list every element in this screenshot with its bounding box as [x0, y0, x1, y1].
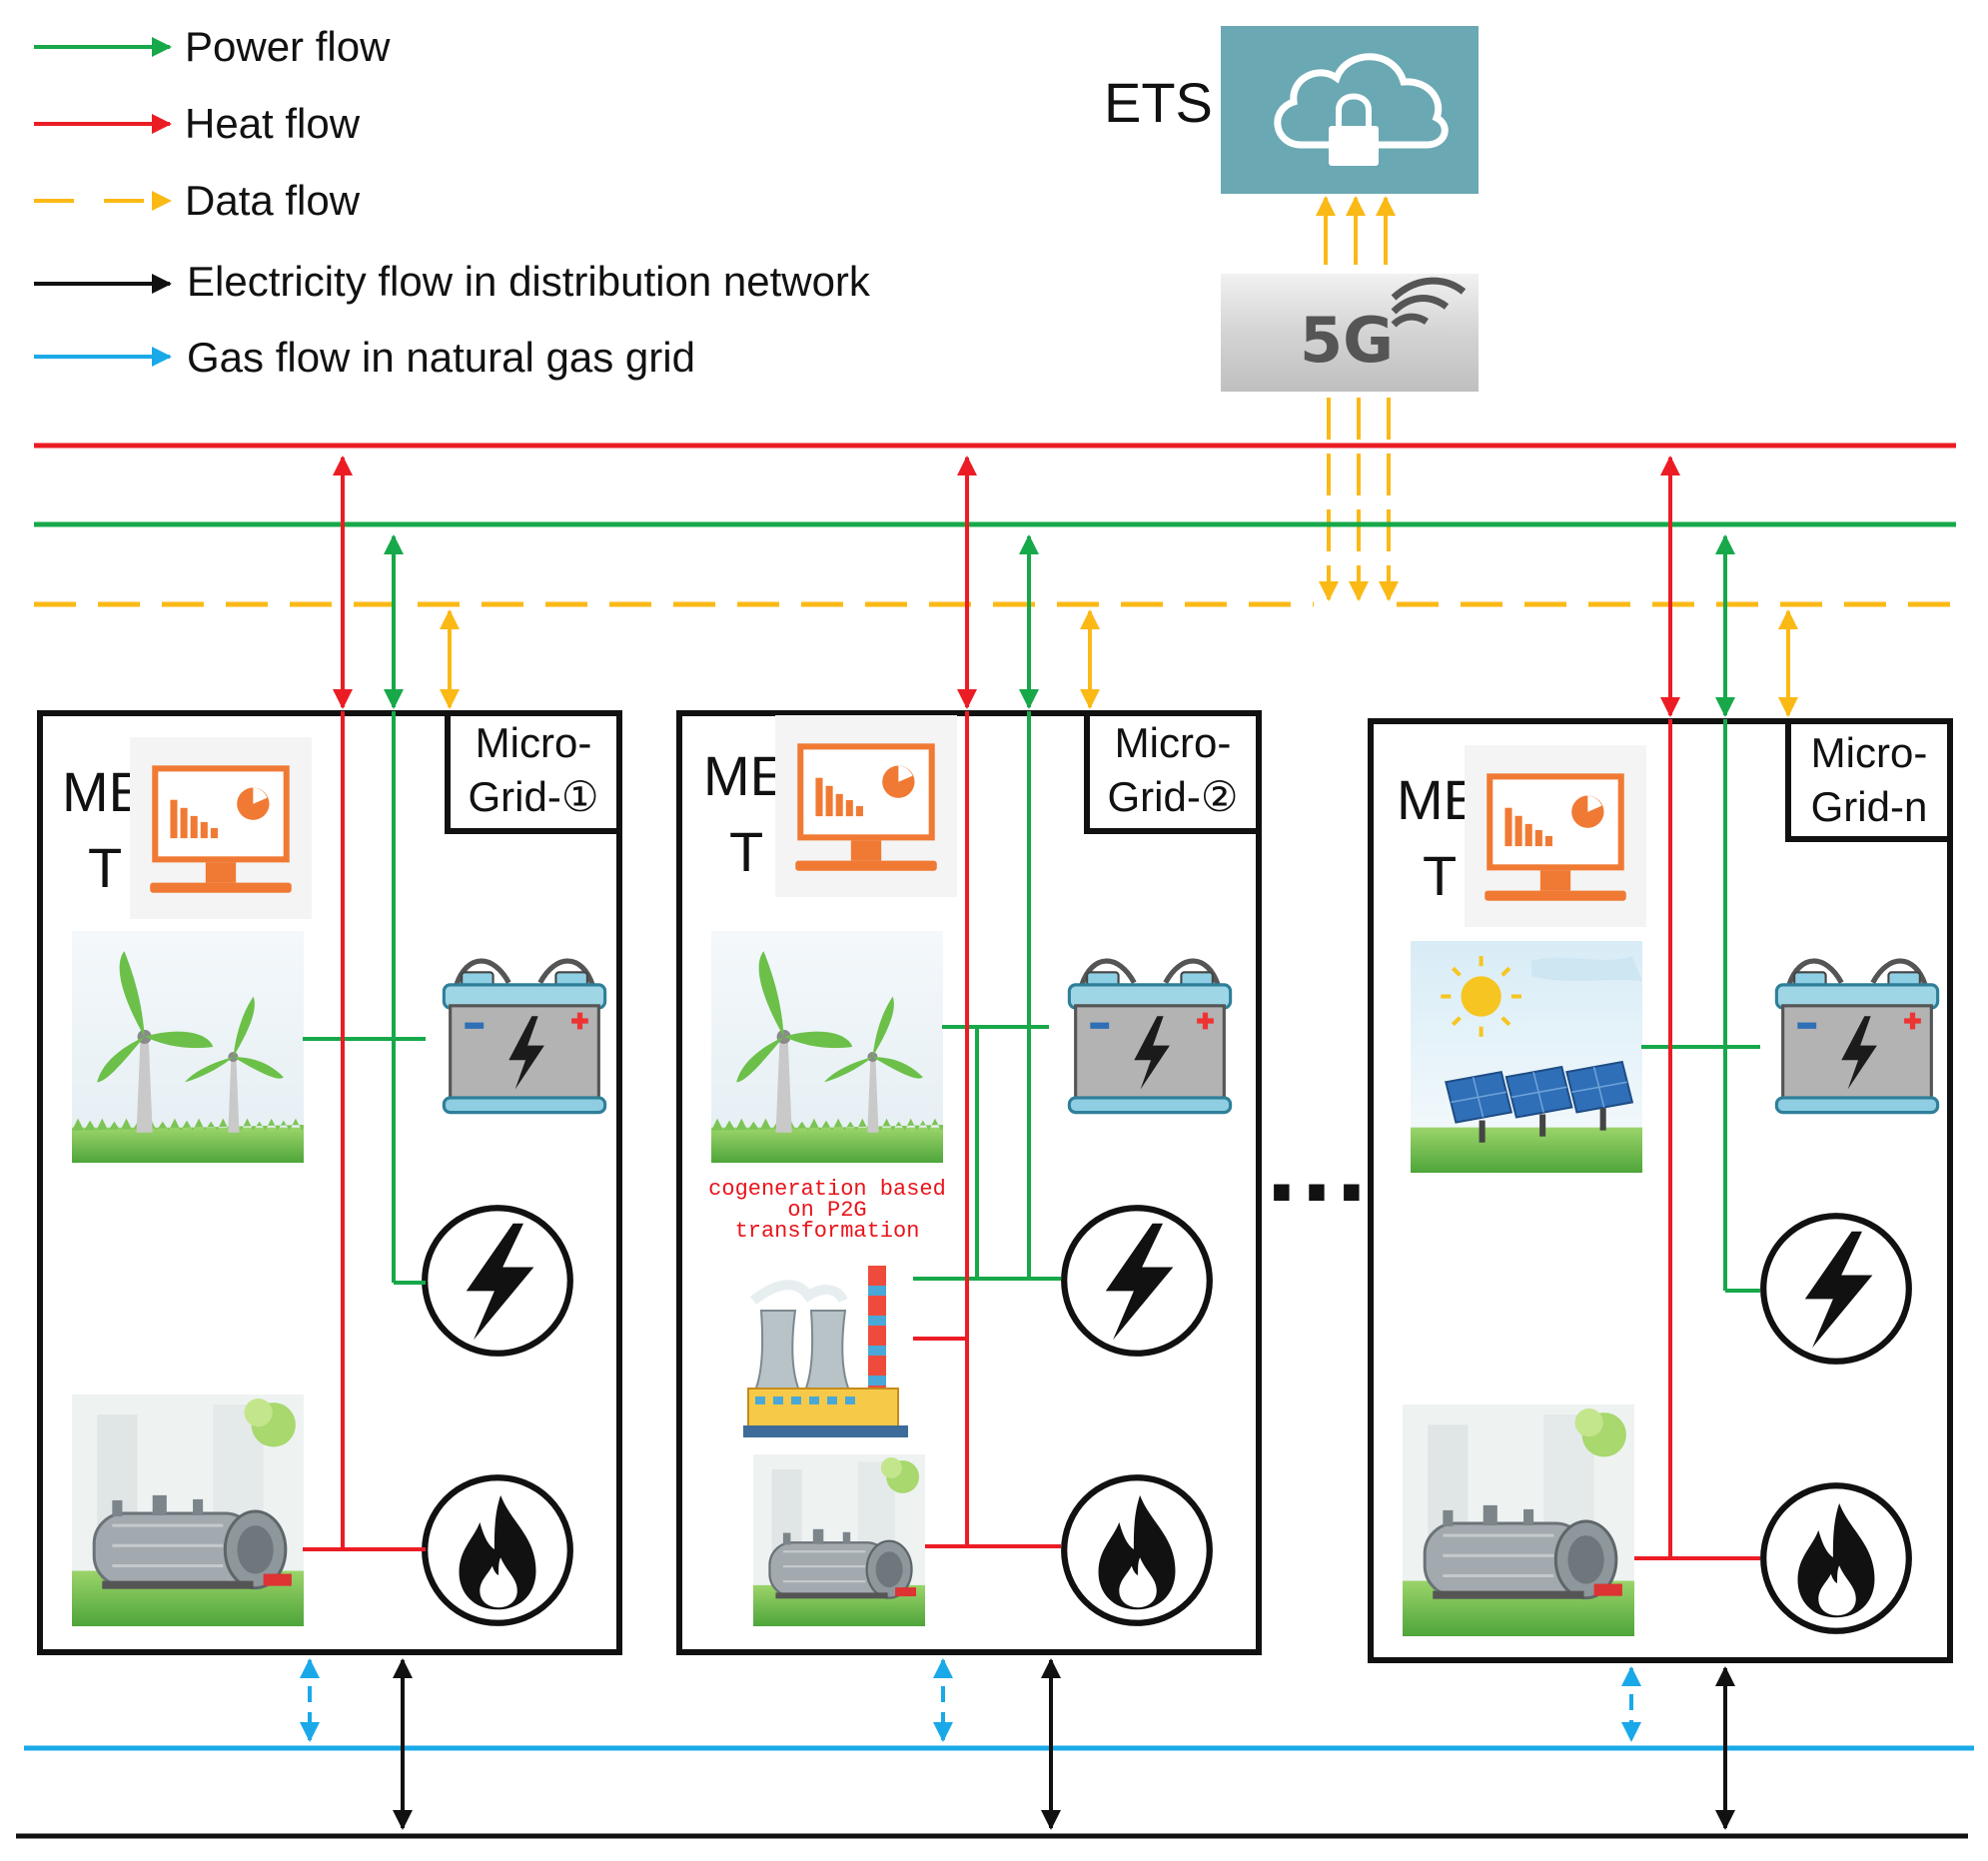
- cogeneration-plant-icon: [743, 1266, 908, 1437]
- battery-icon: [444, 961, 604, 1113]
- met-label-line2: T: [1423, 844, 1457, 907]
- cogeneration-caption: cogeneration based on P2G transformation: [708, 1177, 946, 1244]
- legend-item-data: Data flow: [34, 177, 361, 224]
- wind-turbine-icon: [711, 931, 943, 1163]
- met-label-line1: ME: [703, 744, 787, 807]
- microgrid-title-box: Micro- Grid-①: [445, 710, 622, 834]
- microgrid-title-line2: Grid-①: [469, 773, 599, 820]
- network-5g-label: 5G: [1300, 304, 1394, 377]
- microgrid-title-line2: Grid-②: [1108, 773, 1239, 820]
- ets-5g-data-arrows: [1316, 196, 1396, 265]
- microgrid-title-box: Micro- Grid-②: [1084, 710, 1262, 834]
- microgrid-n: Micro- Grid-n ME T: [1368, 456, 1953, 1830]
- gas-boiler-icon: [1403, 1404, 1634, 1636]
- microgrid-title-line2: Grid-n: [1811, 783, 1928, 830]
- microgrid-2: Micro- Grid-② ME T cogeneration based on…: [676, 456, 1262, 1830]
- 5g-bus-data-arrows: [1319, 398, 1399, 601]
- heat-load-icon: [1763, 1485, 1909, 1631]
- electric-load-icon: [1064, 1208, 1210, 1354]
- microgrid-title-box: Micro- Grid-n: [1785, 718, 1953, 842]
- microgrid-frame: [37, 710, 622, 1655]
- cloud-lock-icon: [1221, 26, 1479, 194]
- legend-item-electricity: Electricity flow in distribution network: [34, 258, 871, 305]
- monitor-chart-icon: [130, 737, 312, 919]
- legend-label-gas: Gas flow in natural gas grid: [187, 334, 695, 381]
- solar-panel-icon: [1411, 941, 1642, 1173]
- microgrid-frame: [1368, 718, 1953, 1663]
- legend-item-power: Power flow: [34, 23, 391, 70]
- legend-label-power: Power flow: [185, 23, 391, 70]
- network-5g-node: 5G: [1221, 274, 1479, 392]
- monitor-chart-icon: [1465, 745, 1646, 927]
- microgrid-title-line1: Micro-: [476, 719, 592, 766]
- cogeneration-caption-line1: cogeneration based: [708, 1177, 946, 1202]
- wifi-signal-icon: [1391, 277, 1467, 328]
- more-microgrids-ellipsis: …: [1262, 1102, 1372, 1225]
- legend-item-gas: Gas flow in natural gas grid: [34, 334, 695, 381]
- microgrid-1: Micro- Grid-① ME T: [37, 456, 622, 1830]
- ets-label: ETS: [1104, 71, 1213, 134]
- legend-label-electricity: Electricity flow in distribution network: [187, 258, 871, 305]
- battery-icon: [1069, 961, 1230, 1113]
- microgrid-title-line1: Micro-: [1811, 729, 1928, 776]
- cogeneration-caption-line3: transformation: [735, 1219, 920, 1244]
- heat-load-icon: [1064, 1477, 1210, 1623]
- legend-item-heat: Heat flow: [34, 100, 361, 147]
- microgrid-title-line1: Micro-: [1115, 719, 1232, 766]
- gas-boiler-icon: [753, 1454, 925, 1626]
- met-label-line2: T: [729, 820, 763, 883]
- legend-label-data: Data flow: [185, 177, 361, 224]
- ets-node: ETS: [1104, 26, 1479, 194]
- met-label-line2: T: [88, 836, 122, 899]
- heat-load-icon: [425, 1477, 570, 1623]
- legend: Power flow Heat flow Data flow Electrici…: [34, 23, 871, 381]
- cogeneration-caption-line2: on P2G: [787, 1198, 866, 1223]
- legend-label-heat: Heat flow: [185, 100, 361, 147]
- electric-load-icon: [425, 1208, 570, 1354]
- gas-boiler-icon: [72, 1395, 304, 1626]
- electric-load-icon: [1763, 1216, 1909, 1362]
- wind-turbine-icon: [72, 931, 304, 1163]
- monitor-chart-icon: [775, 715, 957, 897]
- battery-icon: [1776, 961, 1937, 1113]
